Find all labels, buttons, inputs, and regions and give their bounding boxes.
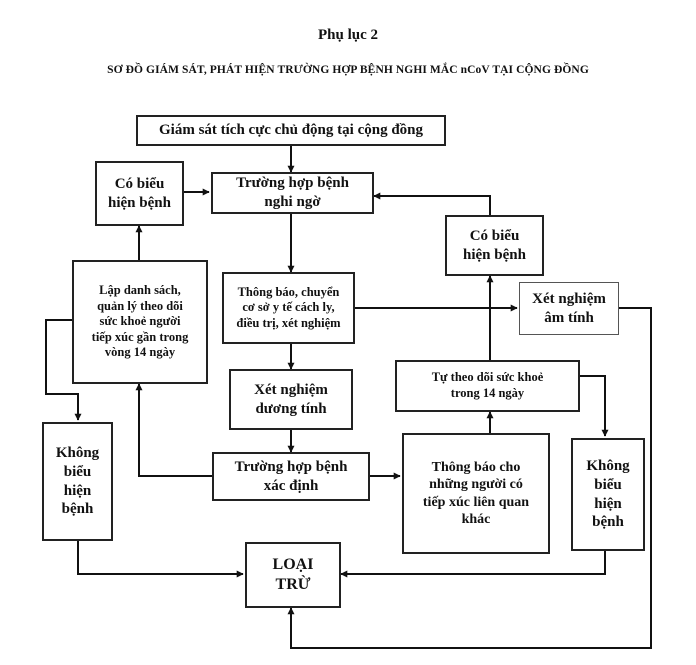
diagram-title: SƠ ĐỒ GIÁM SÁT, PHÁT HIỆN TRƯỜNG HỢP BỆN… <box>107 64 589 76</box>
node-symptoms-left: Có biểu hiện bệnh <box>95 161 184 226</box>
arrow-confirmed-to-contacts <box>135 383 212 477</box>
node-notify-isolate: Thông báo, chuyển cơ sở y tế cách ly, đi… <box>222 272 355 344</box>
arrow-contacts-to-no-symptoms-left <box>45 319 82 421</box>
node-no-symptoms-left: Không biểu hiện bệnh <box>42 422 113 541</box>
node-negative: Xét nghiệm âm tính <box>519 282 619 335</box>
node-exclude: LOẠI TRỪ <box>245 542 341 608</box>
arrow-no-symptoms-left-to-exclude <box>77 541 244 578</box>
arrow-symptoms-right-to-suspected <box>373 192 491 215</box>
node-suspected: Trường hợp bệnh nghi ngờ <box>211 172 374 214</box>
arrow-negative-to-exclude <box>287 307 652 649</box>
arrow-no-symptoms-right-to-exclude <box>340 551 606 578</box>
node-symptoms-right: Có biểu hiện bệnh <box>445 215 544 276</box>
node-no-symptoms-right: Không biểu hiện bệnh <box>571 438 645 551</box>
arrow-self-monitor-to-no-symptoms-right <box>580 375 609 437</box>
node-positive: Xét nghiệm dương tính <box>229 369 353 430</box>
node-self-monitor: Tự theo dõi sức khoẻ trong 14 ngày <box>395 360 580 412</box>
page-title: Phụ lục 2 <box>317 27 378 43</box>
node-contact-list: Lập danh sách, quản lý theo dõi sức khoẻ… <box>72 260 208 384</box>
node-monitor: Giám sát tích cực chủ động tại cộng đồng <box>136 115 446 146</box>
node-notify-contacts: Thông báo cho những người có tiếp xúc li… <box>402 433 550 554</box>
node-confirmed: Trường hợp bệnh xác định <box>212 452 370 501</box>
